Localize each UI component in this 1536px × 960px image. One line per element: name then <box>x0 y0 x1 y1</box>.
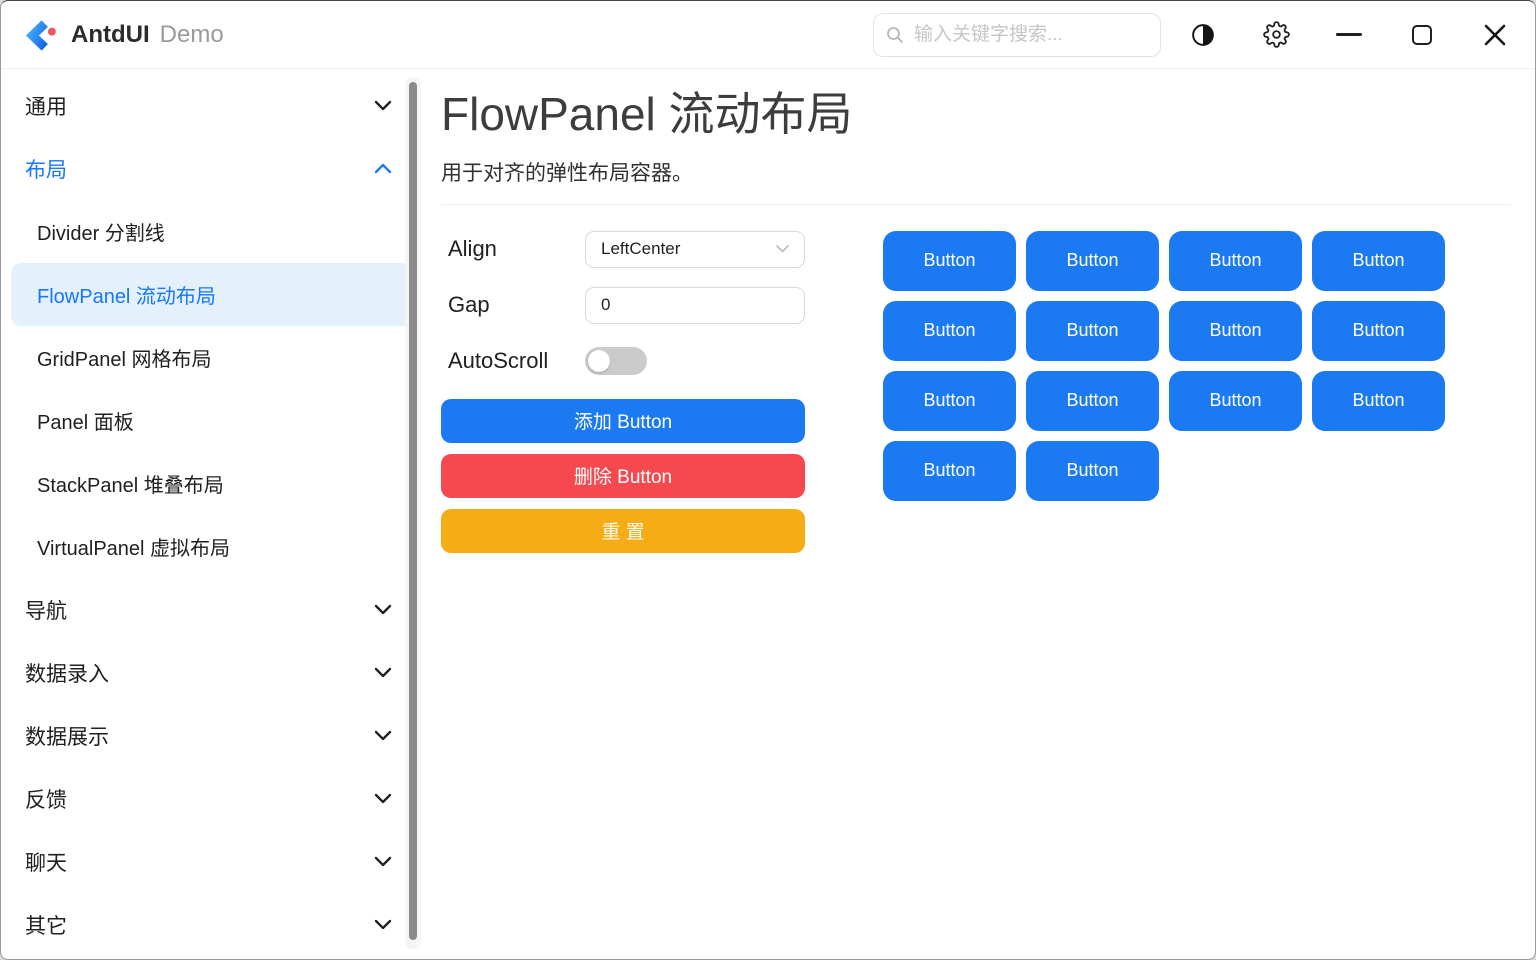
gap-label: Gap <box>448 292 490 317</box>
theme-toggle-button[interactable] <box>1183 15 1223 55</box>
sidebar-group-label: 导航 <box>25 599 67 623</box>
flow-button[interactable]: Button <box>1312 370 1445 431</box>
sidebar-group-数据展示[interactable]: 数据展示 <box>1 704 425 767</box>
sidebar-item-stackpanel[interactable]: StackPanel 堆叠布局 <box>37 475 224 497</box>
app-body: 通用布局 Divider 分割线 FlowPanel 流动布局 GridPanel 网… <box>1 69 1535 959</box>
flow-button[interactable]: Button <box>883 230 1016 291</box>
chevron-down-icon <box>374 100 392 111</box>
chevron-down-icon <box>374 730 392 741</box>
flow-button[interactable]: Button <box>883 300 1016 361</box>
flow-button[interactable]: Button <box>1026 370 1159 431</box>
flow-button[interactable]: Button <box>883 370 1016 431</box>
sidebar-group-label: 数据展示 <box>25 725 109 749</box>
section-divider <box>441 203 1511 205</box>
sidebar-group-label: 其它 <box>25 914 67 938</box>
sidebar-item-virtualpanel[interactable]: VirtualPanel 虚拟布局 <box>37 538 231 560</box>
demo-section: Align LeftCenter Gap AutoScrol <box>441 230 1511 564</box>
settings-button[interactable] <box>1256 15 1296 55</box>
flow-button[interactable]: Button <box>1312 300 1445 361</box>
autoscroll-label: AutoScroll <box>448 348 549 373</box>
sidebar-group-label: 聊天 <box>25 851 67 875</box>
gap-row: Gap <box>441 286 805 324</box>
chevron-down-icon <box>374 856 392 867</box>
search-input[interactable] <box>912 22 1148 47</box>
search-icon <box>887 26 903 43</box>
sidebar-scrollbar-thumb[interactable] <box>409 82 417 940</box>
chevron-up-icon <box>374 163 392 174</box>
settings-gear-icon <box>1262 21 1290 48</box>
main-content: FlowPanel 流动布局 用于对齐的弹性布局容器。 Align LeftCe… <box>425 69 1535 959</box>
add-button[interactable]: 添加 Button <box>441 398 805 443</box>
autoscroll-toggle-knob <box>588 350 610 372</box>
flow-button[interactable]: Button <box>1312 230 1445 291</box>
sidebar-items: 通用布局 Divider 分割线 FlowPanel 流动布局 GridPanel 网… <box>1 74 425 956</box>
search-box[interactable] <box>873 12 1161 57</box>
sidebar-group-通用[interactable]: 通用 <box>1 74 425 137</box>
autoscroll-toggle[interactable] <box>585 347 647 375</box>
sidebar-group-label: 通用 <box>25 95 67 119</box>
align-label: Align <box>448 236 497 261</box>
flow-button[interactable]: Button <box>1026 230 1159 291</box>
flow-button[interactable]: Button <box>1169 370 1302 431</box>
theme-contrast-icon <box>1192 23 1214 46</box>
flow-button[interactable]: Button <box>1169 300 1302 361</box>
flow-button[interactable]: Button <box>883 440 1016 501</box>
app-title: AntdUI <box>71 20 150 48</box>
sidebar-group-布局[interactable]: 布局 <box>1 137 425 200</box>
autoscroll-row: AutoScroll <box>441 343 805 380</box>
app-subtitle: Demo <box>159 20 224 48</box>
antdui-logo-icon <box>25 19 56 51</box>
flow-button[interactable]: Button <box>1169 230 1302 291</box>
remove-button[interactable]: 删除 Button <box>441 453 805 498</box>
titlebar: AntdUI Demo <box>1 1 1535 69</box>
flow-button[interactable]: Button <box>1026 300 1159 361</box>
sidebar-scrollbar-track[interactable] <box>405 77 421 949</box>
sidebar-group-数据录入[interactable]: 数据录入 <box>1 641 425 704</box>
sidebar-item-panel[interactable]: Panel 面板 <box>37 412 134 434</box>
sidebar-group-导航[interactable]: 导航 <box>1 578 425 641</box>
chevron-down-icon <box>374 919 392 930</box>
sidebar-group-label: 布局 <box>25 158 67 182</box>
sidebar-group-label: 反馈 <box>25 788 67 812</box>
flow-button[interactable]: Button <box>1026 440 1159 501</box>
sidebar-menu: 通用布局 Divider 分割线 FlowPanel 流动布局 GridPanel 网… <box>1 69 425 959</box>
chevron-down-icon <box>374 793 392 804</box>
page-description: 用于对齐的弹性布局容器。 <box>441 161 693 185</box>
chevron-down-icon <box>776 245 789 253</box>
align-row: Align LeftCenter <box>441 230 805 268</box>
sidebar-group-其它[interactable]: 其它 <box>1 893 425 956</box>
maximize-icon <box>1412 24 1432 45</box>
reset-button[interactable]: 重 置 <box>441 508 805 553</box>
chevron-down-icon <box>374 604 392 615</box>
page-title: FlowPanel 流动布局 <box>441 88 853 140</box>
align-select[interactable]: LeftCenter <box>585 230 805 268</box>
controls-panel: Align LeftCenter Gap AutoScrol <box>441 230 805 564</box>
sidebar-group-反馈[interactable]: 反馈 <box>1 767 425 830</box>
close-icon <box>1484 24 1506 45</box>
sidebar-group-label: 数据录入 <box>25 662 109 686</box>
align-select-value: LeftCenter <box>601 239 681 258</box>
close-button[interactable] <box>1475 15 1515 55</box>
gap-input[interactable] <box>585 286 805 324</box>
minimize-button[interactable] <box>1329 15 1369 55</box>
titlebar-buttons <box>1183 15 1515 55</box>
sidebar-item-divider[interactable]: Divider 分割线 <box>37 223 165 245</box>
minimize-icon <box>1336 33 1362 36</box>
sidebar-item-flowpanel[interactable]: FlowPanel 流动布局 <box>11 263 421 326</box>
maximize-button[interactable] <box>1402 15 1442 55</box>
chevron-down-icon <box>374 667 392 678</box>
sidebar-group-聊天[interactable]: 聊天 <box>1 830 425 893</box>
sidebar-item-gridpanel[interactable]: GridPanel 网格布局 <box>37 349 212 371</box>
